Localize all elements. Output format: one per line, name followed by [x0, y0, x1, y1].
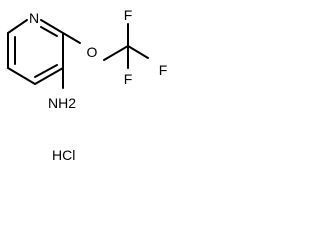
- chemical-structure: N O F F F NH2 HCl: [7, 7, 168, 163]
- bond-c3-c4-inner: [34, 64, 58, 78]
- atom-label-ether-o: O: [87, 44, 98, 60]
- salt-label: HCl: [52, 147, 75, 163]
- atom-label-f-right: F: [159, 62, 168, 78]
- atom-label-ring-n: N: [29, 10, 39, 26]
- bond-c4-c5: [7, 67, 36, 85]
- bond-cf3-f-right: [127, 45, 149, 59]
- pyridine-ring: [7, 19, 64, 85]
- atom-label-f-bottom: F: [124, 71, 133, 87]
- atom-label-amine: NH2: [48, 95, 76, 111]
- bond-n1-c2-inner: [40, 26, 58, 37]
- bond-o-cf3: [103, 45, 129, 61]
- bond-n1-c2: [40, 19, 64, 34]
- substituent-bonds: [62, 23, 149, 89]
- atom-label-f-top: F: [124, 7, 133, 23]
- bond-c6-n1: [7, 19, 28, 34]
- bond-c2-o: [62, 32, 81, 44]
- bond-c3-c4: [34, 67, 64, 85]
